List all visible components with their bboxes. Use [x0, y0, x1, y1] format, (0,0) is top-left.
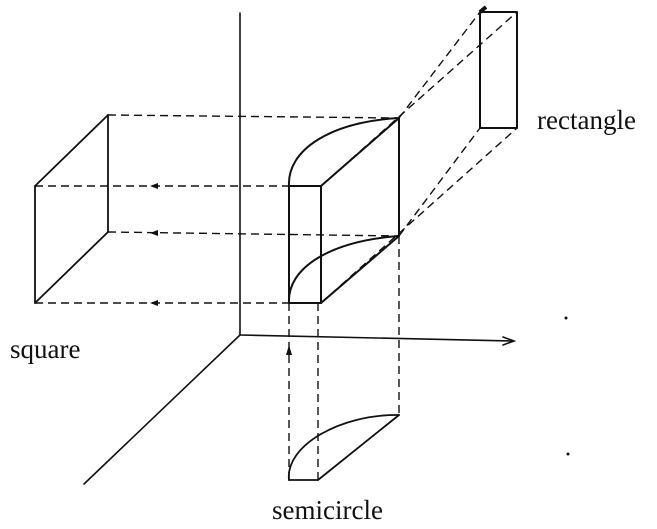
horizontal-axis-arrow	[502, 336, 517, 346]
depth-axis	[83, 334, 241, 485]
projection-arrowheads	[150, 183, 292, 355]
stray-dots	[564, 316, 570, 456]
solid-object	[287, 117, 400, 304]
semicircle-label: semicircle	[272, 495, 383, 525]
square-projection	[34, 114, 109, 304]
rectangle-label: rectangle	[537, 105, 636, 135]
rectangle-projection	[478, 5, 518, 129]
horizontal-axis	[239, 334, 513, 342]
semicircle-projection	[288, 414, 400, 481]
coordinate-axes	[83, 12, 517, 485]
square-label: square	[10, 334, 80, 364]
projection-lines	[35, 11, 518, 480]
